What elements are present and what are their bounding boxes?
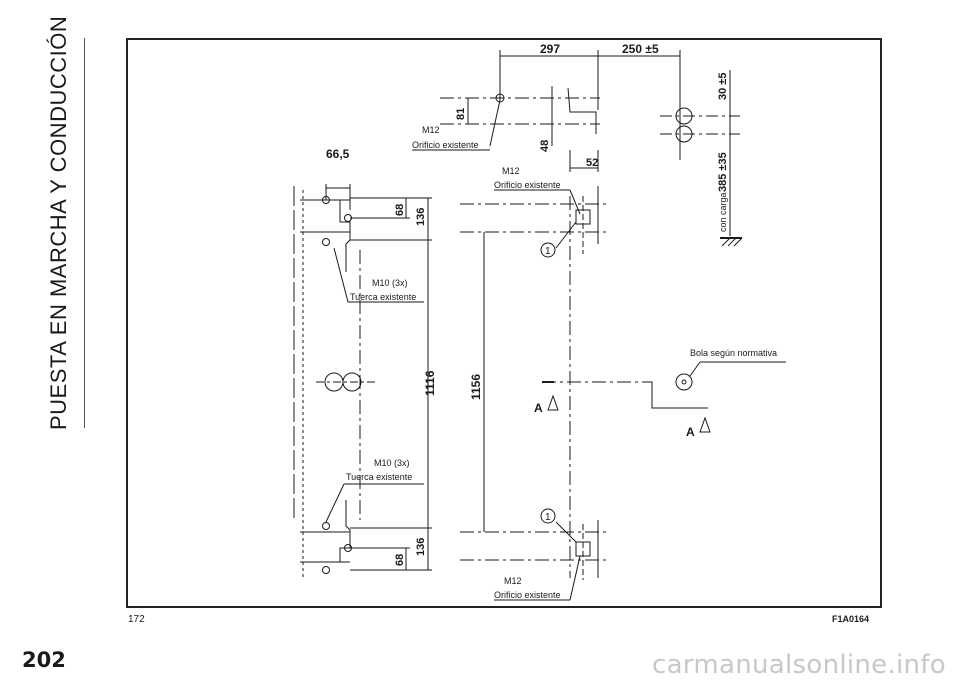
figure-frame: [126, 38, 882, 608]
con-carga-label: con carga: [718, 192, 728, 232]
callout-circle-bottom: [540, 508, 556, 524]
callout-number-bottom: 1: [545, 512, 551, 523]
dim-52: 52: [586, 157, 598, 169]
dim-250: 250 ±5: [622, 42, 659, 56]
label-m10-top: M10 (3x): [372, 278, 408, 288]
label-tuerca-top: Tuerca existente: [350, 292, 416, 302]
nut-left-bottom-3: [322, 566, 330, 574]
nut-left-bottom-1: [322, 522, 330, 530]
label-m10-bottom: M10 (3x): [374, 458, 410, 468]
section-arrow-left: [547, 394, 559, 411]
figure-number: 172: [128, 614, 145, 625]
dim-30: 30 ±5: [717, 73, 729, 100]
left-top-bracket: [339, 200, 351, 272]
label-orificio-mid: Orificio existente: [494, 180, 561, 190]
dim-136-top: 136: [415, 208, 427, 226]
dim-665: 66,5: [326, 147, 350, 161]
leader-tuerca-top: [333, 247, 349, 303]
dim-136-bottom: 136: [415, 538, 427, 556]
ground-hatch-3: [733, 237, 743, 247]
leader-bola: [689, 361, 701, 377]
dim-48: 48: [539, 140, 551, 152]
label-m12-mid: M12: [502, 166, 520, 176]
ground-hatch-2: [727, 237, 737, 247]
label-m12-top: M12: [422, 125, 440, 135]
side-rule: [84, 38, 85, 428]
dim-1156: 1156: [469, 374, 483, 400]
leader-orificio-mid: [569, 189, 581, 215]
section-arrow-right: [699, 416, 711, 433]
label-tuerca-bottom: Tuerca existente: [346, 472, 412, 482]
figure-code: F1A0164: [832, 614, 870, 624]
dim-81: 81: [455, 108, 467, 120]
dim-385: 385 ±35: [717, 152, 729, 192]
label-m12-bottom: M12: [504, 576, 522, 586]
label-orificio-bottom: Orificio existente: [494, 590, 561, 600]
leader-tuerca-bottom: [325, 483, 345, 523]
leader-orificio-top: [489, 99, 501, 147]
section-line-a-step: [648, 381, 708, 409]
page-number: 202: [22, 648, 66, 672]
section-a-left: A: [534, 401, 543, 415]
leader-orificio-bottom: [569, 555, 581, 601]
label-bola: Bola según normativa: [690, 348, 777, 358]
ball-section: [675, 373, 693, 391]
dim-68-bottom: 68: [394, 554, 406, 566]
ball-section-center: [681, 379, 687, 385]
leader-callout-bottom: [555, 521, 577, 543]
nut-left-top-3: [322, 238, 330, 246]
leader-callout-top: [555, 221, 577, 249]
dim-68-top: 68: [394, 204, 406, 216]
left-bottom-bracket: [339, 500, 351, 562]
section-a-right: A: [686, 425, 695, 439]
watermark: carmanualsonline.info: [651, 650, 946, 680]
label-orificio-top: Orificio existente: [412, 140, 479, 150]
ground-hatch-1: [721, 237, 731, 247]
dim-297: 297: [540, 42, 560, 56]
dim-1116: 1116: [423, 370, 437, 396]
bracket-profile-top: [567, 87, 597, 134]
callout-circle-top: [540, 242, 556, 258]
callout-number-top: 1: [545, 246, 551, 257]
